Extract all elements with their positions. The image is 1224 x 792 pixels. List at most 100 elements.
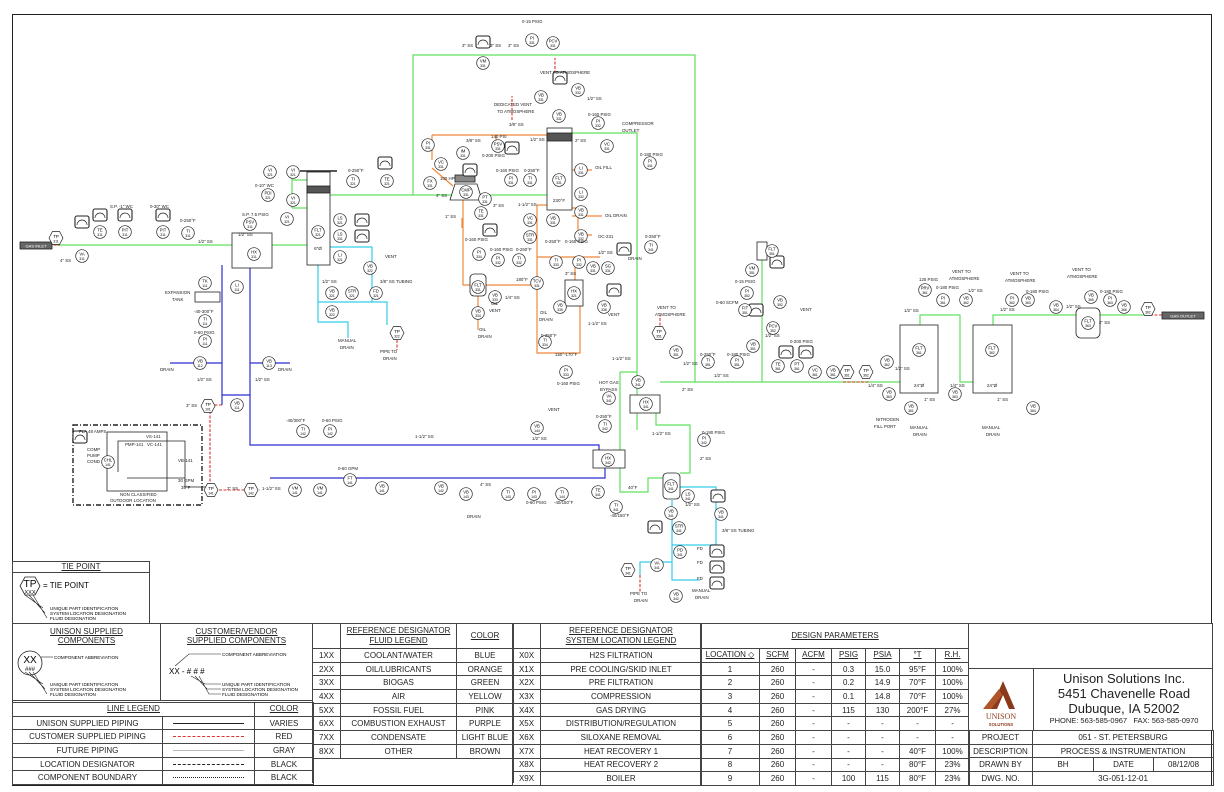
svg-text:141: 141 <box>379 489 385 493</box>
pipe-annotation: 1/4" SS <box>868 383 883 388</box>
svg-text:FX: FX <box>427 179 433 184</box>
pipe-annotation: 0-200 PSIG <box>790 339 814 344</box>
svg-text:TE: TE <box>775 362 781 367</box>
svg-text:331: 331 <box>463 193 469 197</box>
svg-text:365: 365 <box>1088 298 1094 302</box>
pipe-annotation: 0-60 PSIG <box>194 330 215 335</box>
svg-text:VB: VB <box>673 348 679 353</box>
svg-text:PI: PI <box>1108 296 1112 301</box>
pipe-annotation: -40/300°F <box>286 418 306 423</box>
svg-text:###: ### <box>25 667 36 673</box>
coolant-pipe <box>270 468 606 479</box>
svg-text:331: 331 <box>556 181 562 185</box>
title-block-company: UNISON SOLUTIONS Unison Solutions Inc. 5… <box>968 668 1213 731</box>
gauges <box>72 35 814 590</box>
svg-text:TP: TP <box>625 566 631 571</box>
svg-text:341: 341 <box>595 493 601 497</box>
svg-text:VB: VB <box>777 298 783 303</box>
unison-components-legend: UNISON SUPPLIED COMPONENTS XX ### COMPON… <box>12 623 161 701</box>
svg-text:331: 331 <box>556 117 562 121</box>
pipe-annotation: DRAIN <box>695 595 709 600</box>
svg-text:VM: VM <box>749 266 756 271</box>
svg-text:TI: TI <box>203 317 207 322</box>
svg-text:113: 113 <box>266 364 272 368</box>
svg-text:TI: TI <box>543 338 547 343</box>
svg-text:341: 341 <box>647 164 653 168</box>
svg-text:FLT: FLT <box>314 228 322 233</box>
date-value: 08/12/08 <box>1152 757 1215 773</box>
pipe-annotation: 1/2" SS <box>904 308 919 313</box>
svg-text:FLT: FLT <box>555 176 563 181</box>
svg-text:HX: HX <box>643 400 649 405</box>
vessel-temp-text: 230°F <box>553 198 566 203</box>
svg-text:362: 362 <box>1009 301 1015 305</box>
svg-text:321: 321 <box>384 182 390 186</box>
svg-text:331: 331 <box>337 237 343 241</box>
svg-text:COMPONENT ABBREVIATION: COMPONENT ABBREVIATION <box>54 655 118 660</box>
svg-text:141: 141 <box>347 481 353 485</box>
svg-text:VB: VB <box>668 509 674 514</box>
svg-text:HX: HX <box>605 456 611 461</box>
svg-text:334: 334 <box>542 343 548 347</box>
pipe-annotation: 2" SS <box>575 138 586 143</box>
svg-text:342: 342 <box>673 597 679 601</box>
gauge-icon <box>354 213 370 227</box>
svg-text:VB: VB <box>1121 303 1127 308</box>
fluid-color-header: COLOR <box>456 623 514 649</box>
drawing-border <box>12 14 1212 786</box>
svg-text:FLUID DESIGNATION: FLUID DESIGNATION <box>50 692 96 697</box>
oil-pipe <box>431 167 454 187</box>
svg-text:PI: PI <box>735 358 739 363</box>
svg-text:342: 342 <box>605 461 611 465</box>
pipe-annotation: BYPASS <box>600 387 617 392</box>
svg-text:321: 321 <box>337 258 343 262</box>
svg-text:VM: VM <box>292 486 299 491</box>
svg-text:362: 362 <box>884 363 890 367</box>
svg-text:311: 311 <box>160 233 166 237</box>
svg-text:PT: PT <box>482 195 488 200</box>
pipe-annotation: VENT <box>800 307 812 312</box>
condensate-pipe <box>671 545 700 581</box>
svg-text:111: 111 <box>202 284 207 288</box>
gas-inlet-label: GAS INLET <box>26 244 47 249</box>
gauge-icon <box>769 255 785 269</box>
svg-text:VA: VA <box>654 561 659 566</box>
pipe-annotation: 1/2" SS <box>1000 307 1015 312</box>
svg-text:363: 363 <box>1107 301 1113 305</box>
pipe-annotation: DRAIN <box>467 514 481 519</box>
svg-text:LS: LS <box>337 232 342 237</box>
gauge-icon <box>798 345 814 359</box>
svg-text:366: 366 <box>1121 308 1127 312</box>
svg-text:STR: STR <box>675 524 683 529</box>
svg-text:PI: PI <box>577 258 581 263</box>
svg-text:TK: TK <box>202 279 208 284</box>
pipe-annotation: DRAIN <box>634 598 648 603</box>
svg-text:311: 311 <box>79 257 85 261</box>
svg-text:VB: VB <box>197 359 203 364</box>
svg-text:FT: FT <box>347 476 353 481</box>
svg-text:VB: VB <box>550 216 556 221</box>
project-label: PROJECT <box>968 730 1033 745</box>
biogas-pipe <box>572 132 638 395</box>
